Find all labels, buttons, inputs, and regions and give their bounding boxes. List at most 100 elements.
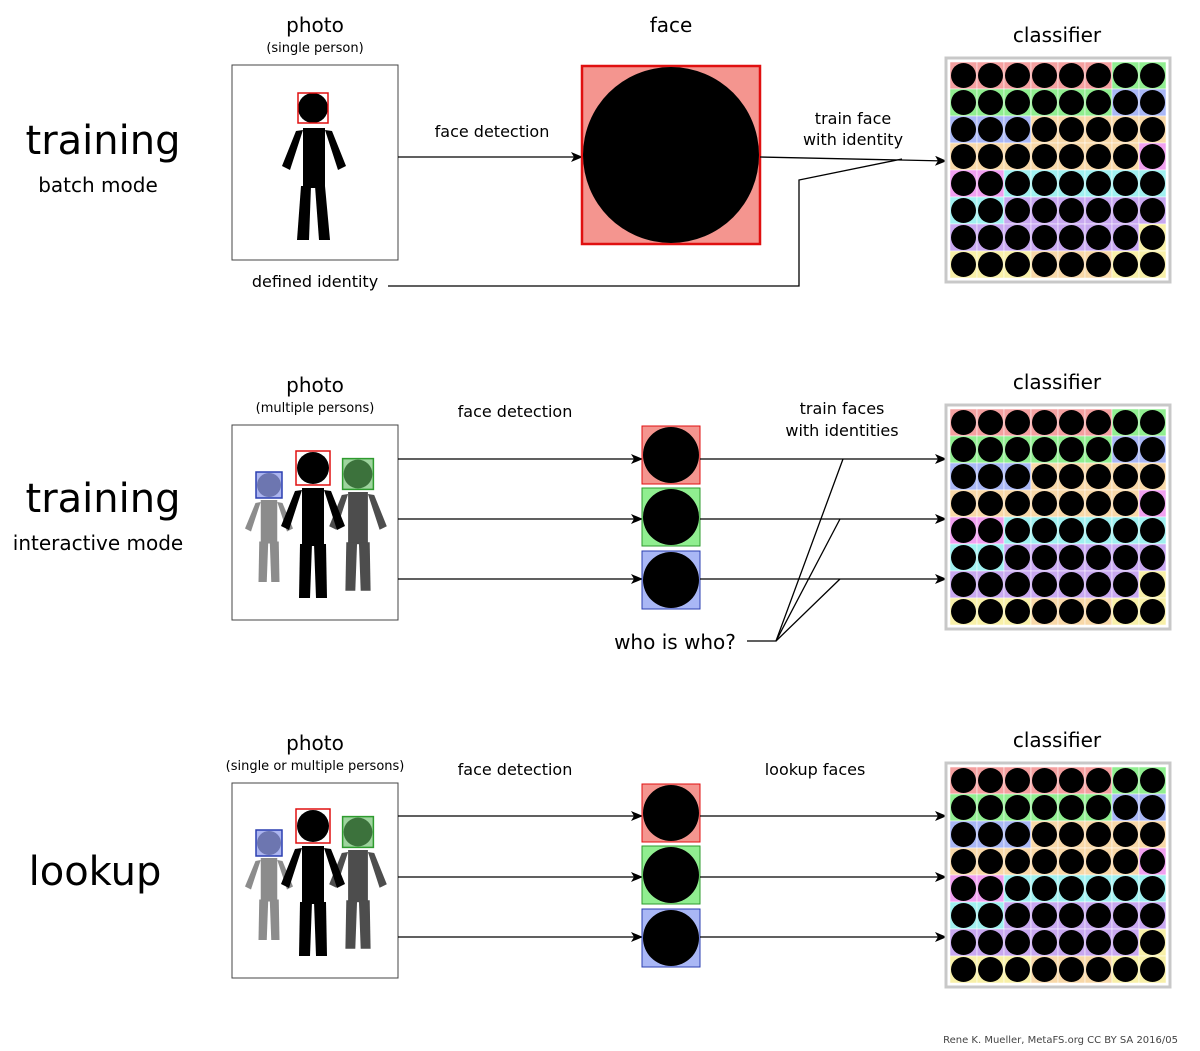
- classifier-face: [978, 171, 1003, 196]
- classifier-face: [1086, 876, 1111, 901]
- classifier-face: [1086, 117, 1111, 142]
- classifier-face: [951, 849, 976, 874]
- classifier-face: [1032, 599, 1057, 624]
- classifier-face: [978, 90, 1003, 115]
- classifier-face: [1059, 117, 1084, 142]
- classifier-face: [1086, 225, 1111, 250]
- classifier-label: classifier: [1013, 23, 1102, 47]
- classifier-face: [951, 822, 976, 847]
- classifier-face: [978, 572, 1003, 597]
- classifier-face: [1059, 768, 1084, 793]
- classifier-face: [1059, 849, 1084, 874]
- face: [643, 847, 699, 903]
- classifier-face: [978, 768, 1003, 793]
- photo-title: photo: [286, 13, 344, 37]
- classifier-face: [1113, 518, 1138, 543]
- classifier-face: [1032, 90, 1057, 115]
- classifier-face: [1086, 930, 1111, 955]
- classifier-face: [978, 876, 1003, 901]
- classifier-face: [978, 903, 1003, 928]
- classifier-face: [1086, 63, 1111, 88]
- classifier-face: [1113, 930, 1138, 955]
- photo-subtitle: (single person): [266, 41, 363, 56]
- classifier-face: [951, 410, 976, 435]
- classifier-face: [1113, 795, 1138, 820]
- person-dark-gray: [329, 815, 387, 949]
- classifier-face: [1086, 464, 1111, 489]
- person-black: [281, 808, 345, 956]
- classifier-face: [1032, 876, 1057, 901]
- classifier-face: [978, 252, 1003, 277]
- section-training-batch: training batch mode photo (single person…: [26, 13, 1172, 291]
- person-figure: [282, 92, 346, 240]
- identity-connector: [388, 158, 903, 287]
- classifier-face: [1005, 849, 1030, 874]
- face-detection-box: [341, 815, 375, 849]
- classifier-face: [1086, 545, 1111, 570]
- classifier-face: [951, 225, 976, 250]
- classifier-face: [951, 198, 976, 223]
- classifier-face: [1140, 90, 1165, 115]
- classifier-face: [1113, 117, 1138, 142]
- classifier-face: [1005, 437, 1030, 462]
- photo-title: photo: [286, 373, 344, 397]
- classifier-face: [978, 795, 1003, 820]
- classifier-face: [1086, 491, 1111, 516]
- classifier-face: [978, 63, 1003, 88]
- classifier-face: [951, 252, 976, 277]
- classifier-face: [1032, 437, 1057, 462]
- person-black: [281, 450, 345, 598]
- classifier-face: [1113, 876, 1138, 901]
- classifier-face: [978, 198, 1003, 223]
- classifier-grid: [944, 761, 1172, 989]
- classifier-face: [1032, 410, 1057, 435]
- classifier-face: [1059, 795, 1084, 820]
- classifier-face: [1086, 903, 1111, 928]
- classifier-face: [1032, 63, 1057, 88]
- classifier-face: [1086, 795, 1111, 820]
- classifier-face: [1059, 171, 1084, 196]
- classifier-face: [1140, 171, 1165, 196]
- classifier-face: [978, 437, 1003, 462]
- classifier-face: [1113, 63, 1138, 88]
- classifier-face: [1032, 849, 1057, 874]
- face-detection-label: face detection: [458, 402, 573, 421]
- face: [643, 427, 699, 483]
- classifier-face: [1140, 930, 1165, 955]
- classifier-face: [978, 822, 1003, 847]
- classifier-face: [1059, 599, 1084, 624]
- face-detection-box: [255, 829, 283, 857]
- classifier-face: [951, 171, 976, 196]
- photo-subtitle: (single or multiple persons): [226, 759, 405, 774]
- classifier-face: [951, 63, 976, 88]
- classifier-face: [1086, 599, 1111, 624]
- classifier-face: [1005, 903, 1030, 928]
- classifier-face: [1032, 464, 1057, 489]
- classifier-face: [951, 464, 976, 489]
- face-detection-label: face detection: [458, 760, 573, 779]
- classifier-face: [1086, 144, 1111, 169]
- classifier-face: [1059, 876, 1084, 901]
- face-title: face: [650, 13, 693, 37]
- classifier-face: [1086, 410, 1111, 435]
- classifier-face: [978, 464, 1003, 489]
- train-label-line1: train faces: [800, 399, 885, 418]
- classifier-face: [1113, 491, 1138, 516]
- classifier-face: [1140, 491, 1165, 516]
- classifier-face: [1113, 822, 1138, 847]
- classifier-face: [1059, 518, 1084, 543]
- classifier-face: [1140, 545, 1165, 570]
- classifier-face: [1113, 545, 1138, 570]
- classifier-face: [1059, 252, 1084, 277]
- classifier-face: [978, 930, 1003, 955]
- classifier-face: [1059, 464, 1084, 489]
- classifier-face: [1086, 252, 1111, 277]
- classifier-face: [1140, 795, 1165, 820]
- classifier-face: [1140, 225, 1165, 250]
- classifier-face: [1113, 171, 1138, 196]
- classifier-face: [1005, 410, 1030, 435]
- classifier-face: [1032, 144, 1057, 169]
- lookup-faces-label: lookup faces: [765, 760, 866, 779]
- classifier-face: [1059, 822, 1084, 847]
